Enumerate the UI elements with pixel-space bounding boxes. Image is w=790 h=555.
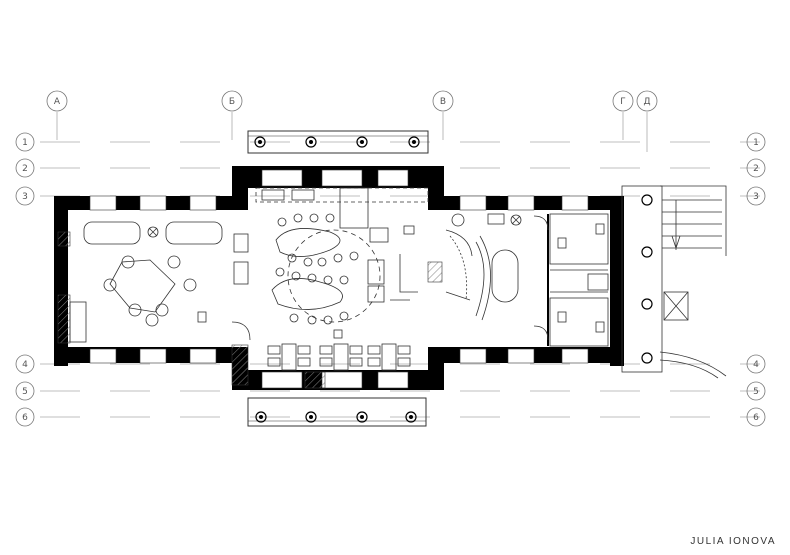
column-axis-markers bbox=[46, 90, 658, 112]
column-axis-labels: А Б В Г Д bbox=[54, 97, 651, 107]
left-dining-room bbox=[69, 221, 249, 343]
row-axis-markers bbox=[15, 132, 766, 427]
axis-label-A: А bbox=[54, 97, 61, 107]
hatched-partitions bbox=[57, 231, 443, 389]
stairwell bbox=[621, 185, 727, 379]
right-lounge bbox=[445, 213, 522, 321]
axis-label-G: Г bbox=[620, 97, 626, 107]
svg-text:5: 5 bbox=[753, 387, 759, 397]
axis-label-D: Д bbox=[643, 97, 650, 107]
windows bbox=[89, 169, 589, 389]
axis-label-V: В bbox=[440, 97, 446, 107]
svg-text:3: 3 bbox=[22, 192, 28, 202]
svg-text:1: 1 bbox=[22, 138, 28, 148]
svg-text:6: 6 bbox=[753, 413, 759, 423]
svg-text:2: 2 bbox=[22, 164, 28, 174]
restrooms bbox=[533, 213, 609, 347]
svg-text:6: 6 bbox=[22, 413, 28, 423]
svg-text:1: 1 bbox=[753, 138, 759, 148]
row-axis-labels-left: 1 2 3 4 5 6 bbox=[22, 138, 28, 423]
central-hall bbox=[231, 187, 429, 371]
exterior-walls bbox=[54, 166, 624, 390]
author-credit: JULIA IONOVA bbox=[690, 536, 776, 547]
bottom-terrace bbox=[247, 397, 427, 427]
axis-label-B: Б bbox=[229, 97, 235, 107]
svg-text:3: 3 bbox=[753, 192, 759, 202]
svg-text:2: 2 bbox=[753, 164, 759, 174]
top-terrace bbox=[247, 130, 429, 154]
svg-text:4: 4 bbox=[22, 360, 28, 370]
svg-text:4: 4 bbox=[753, 360, 759, 370]
row-axis-labels-right: 1 2 3 4 5 6 bbox=[753, 138, 759, 423]
svg-text:5: 5 bbox=[22, 387, 28, 397]
